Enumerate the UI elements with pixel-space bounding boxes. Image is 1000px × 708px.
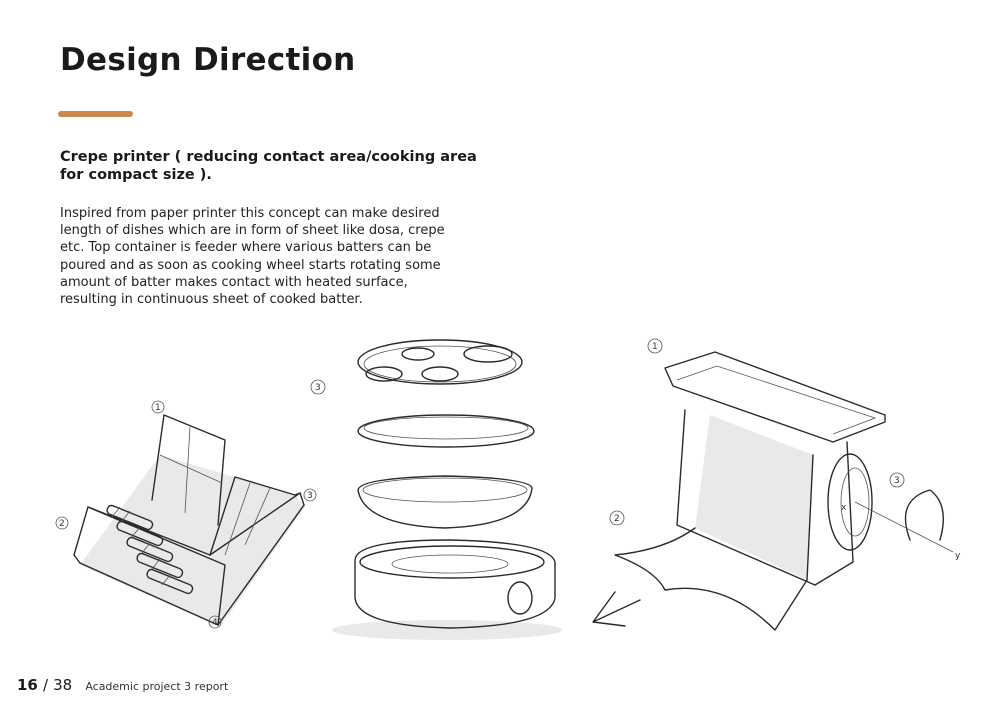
marker-label: 1: [155, 403, 161, 413]
concept-description: Inspired from paper printer this concept…: [60, 206, 445, 308]
griddle-sketch: 1 2 3 4: [55, 400, 317, 629]
page-separator: /: [42, 676, 49, 694]
axis-label: x: [841, 503, 847, 513]
page-title: Design Direction: [60, 42, 356, 78]
marker-label: 4: [212, 618, 218, 628]
marker-label: 3: [307, 491, 313, 501]
marker-label: 2: [614, 514, 620, 524]
crepe-printer-sketch: 1 2 3 x y: [592, 338, 961, 631]
marker-label: 1: [652, 342, 658, 352]
axis-label: y: [955, 551, 961, 561]
concept-subtitle: Crepe printer ( reducing contact area/co…: [60, 149, 477, 183]
report-name: Academic project 3 report: [85, 680, 229, 693]
marker-label: 3: [315, 383, 321, 393]
tray-stack-sketch: 3: [310, 339, 562, 640]
page-footer: 16 / 38 Academic project 3 report: [17, 675, 228, 694]
title-accent-bar: [58, 111, 133, 117]
total-pages: 38: [53, 676, 73, 694]
marker-label: 2: [59, 519, 65, 529]
page-number: 16: [17, 676, 38, 694]
marker-label: 3: [894, 476, 900, 486]
